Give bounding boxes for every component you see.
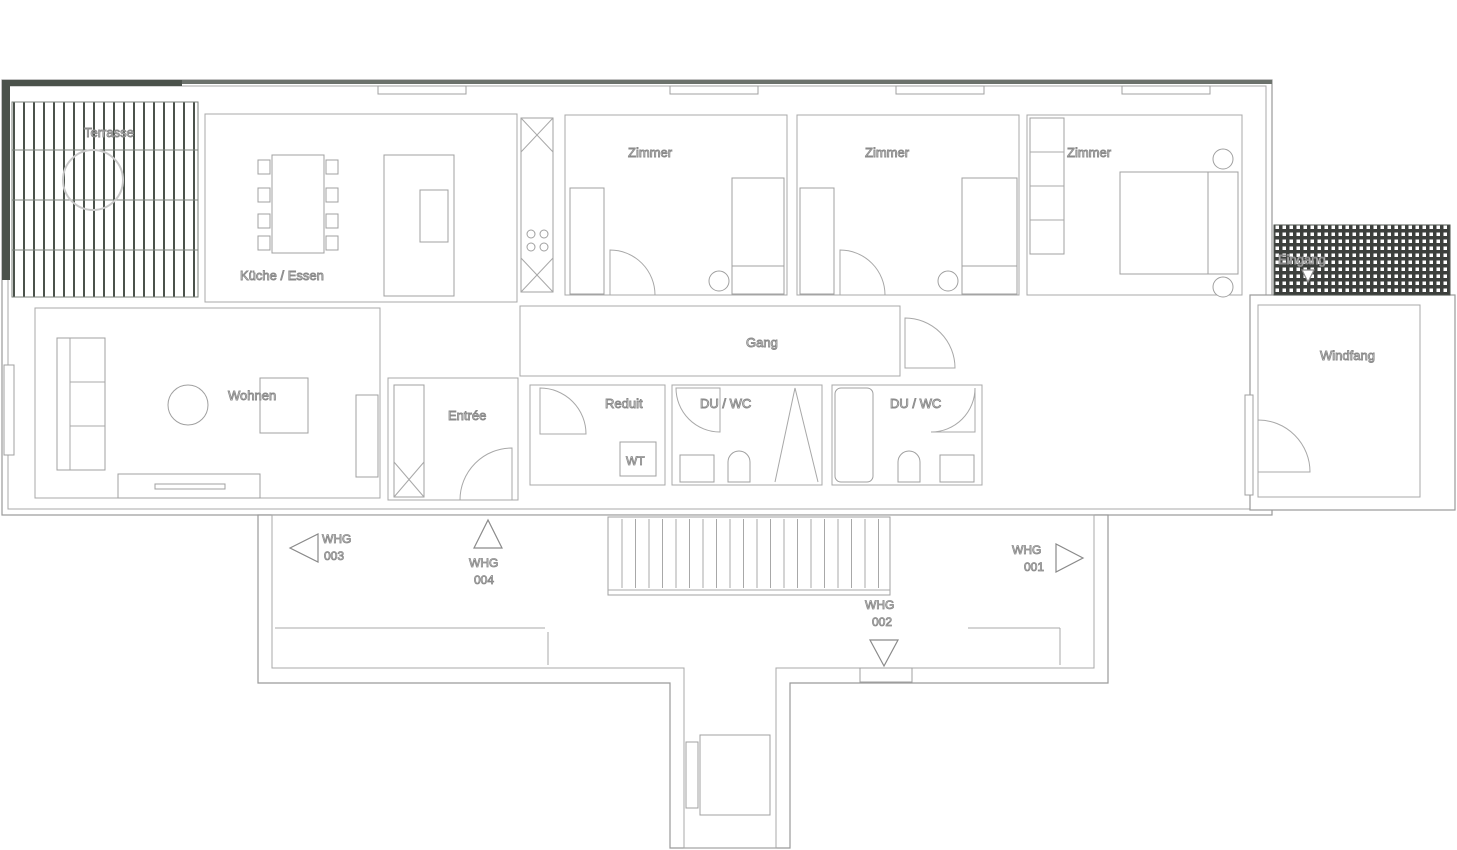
coffee-table bbox=[167, 384, 209, 426]
room-label-kueche: Küche / Essen bbox=[240, 268, 324, 283]
bathroom-1: DU / WC bbox=[671, 384, 823, 486]
kitchen-counter bbox=[520, 117, 554, 293]
room-label-zimmer-1: Zimmer bbox=[628, 145, 673, 160]
unit-001-arrow bbox=[1055, 543, 1085, 573]
reduit: Reduit WT bbox=[529, 384, 666, 486]
room-label-du-wc-2: DU / WC bbox=[890, 396, 941, 411]
bathroom-2: DU / WC bbox=[831, 384, 983, 486]
staircase bbox=[607, 516, 891, 596]
elevator bbox=[685, 734, 771, 816]
room-label-entree: Entrée bbox=[448, 408, 486, 423]
unit-marker-001: WHG 001 bbox=[1012, 543, 1085, 574]
unit-marker-002: WHG 002 bbox=[865, 598, 900, 668]
room-label-wohnen: Wohnen bbox=[228, 388, 276, 403]
unit-004-number: 004 bbox=[474, 573, 494, 587]
label-wt: WT bbox=[626, 454, 645, 468]
room-label-zimmer-3: Zimmer bbox=[1067, 145, 1112, 160]
dining-table bbox=[271, 154, 325, 254]
unit-003-number: 003 bbox=[324, 549, 344, 563]
room-label-terrasse: Terrasse bbox=[84, 125, 134, 140]
room-label-windfang: Windfang bbox=[1320, 348, 1375, 363]
unit-001-label: WHG bbox=[1012, 543, 1041, 557]
armchair bbox=[259, 377, 309, 434]
unit-001-number: 001 bbox=[1024, 560, 1044, 574]
bedroom-1: Zimmer bbox=[564, 114, 788, 296]
room-label-du-wc-1: DU / WC bbox=[700, 396, 751, 411]
unit-004-arrow bbox=[473, 518, 503, 549]
unit-003-label: WHG bbox=[322, 532, 351, 546]
room-label-zimmer-2: Zimmer bbox=[865, 145, 910, 160]
kitchen-dining: Küche / Essen bbox=[204, 113, 554, 303]
bedroom-3: Zimmer bbox=[1026, 114, 1243, 298]
room-label-gang: Gang bbox=[746, 335, 778, 350]
unit-marker-004: WHG 004 bbox=[469, 518, 503, 587]
unit-002-label: WHG bbox=[865, 598, 894, 612]
terrace: Terrasse bbox=[11, 101, 199, 298]
entree: Entrée bbox=[387, 377, 519, 501]
entrance-mat: Eingang bbox=[1273, 224, 1451, 296]
sideboard bbox=[117, 473, 261, 499]
unit-004-label: WHG bbox=[469, 556, 498, 570]
stair-treads bbox=[621, 519, 879, 588]
windows bbox=[3, 85, 1211, 456]
living-room: Wohnen bbox=[34, 307, 381, 499]
windfang: Windfang bbox=[1244, 348, 1375, 496]
unit-002-arrow bbox=[868, 639, 900, 668]
room-label-eingang: Eingang bbox=[1278, 252, 1326, 267]
hall-fixtures bbox=[275, 627, 1061, 683]
unit-marker-003: WHG 003 bbox=[288, 532, 352, 563]
unit-003-arrow bbox=[288, 533, 319, 563]
corridor: Gang bbox=[519, 305, 956, 377]
sofa bbox=[56, 337, 106, 471]
room-label-reduit: Reduit bbox=[605, 396, 643, 411]
cooktop bbox=[419, 189, 449, 243]
bedroom-2: Zimmer bbox=[796, 114, 1020, 296]
unit-002-number: 002 bbox=[872, 615, 892, 629]
